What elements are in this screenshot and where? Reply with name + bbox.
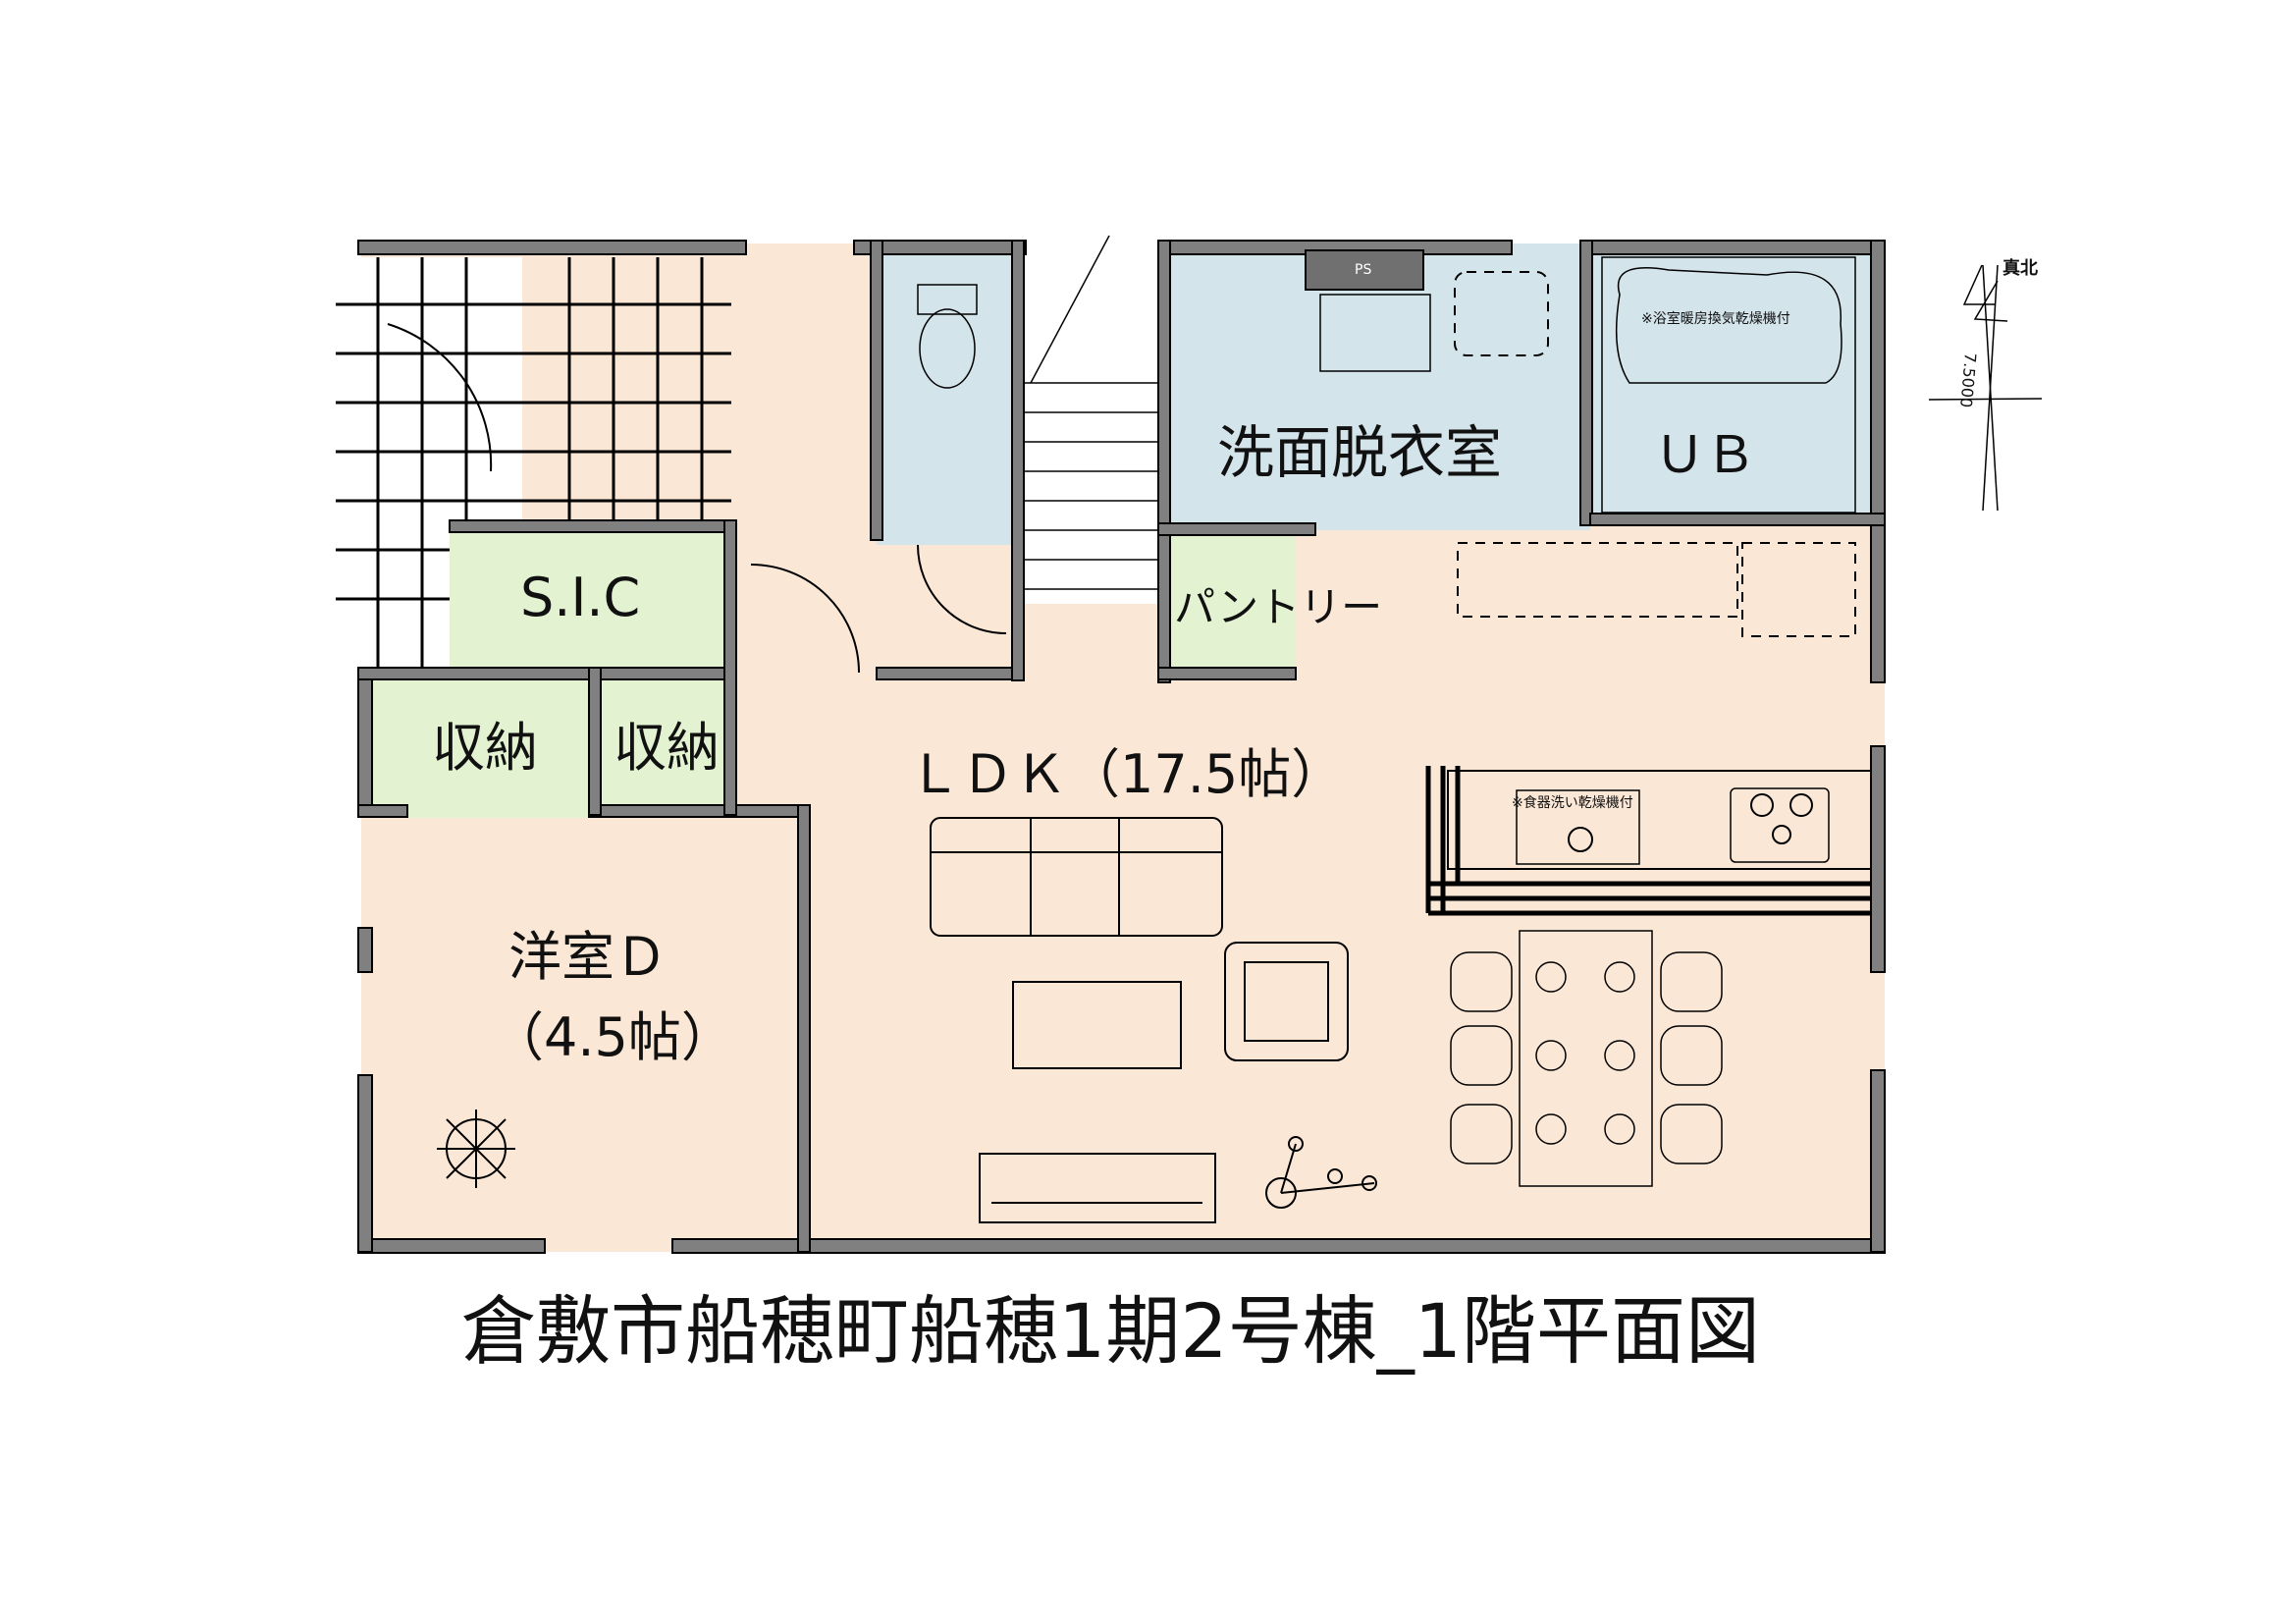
kitchen-counter-bar — [1425, 766, 1877, 916]
plant-icon — [437, 1110, 515, 1188]
cooktop — [1730, 787, 1830, 863]
pantry-room — [1163, 530, 1296, 677]
washing-machine-space — [1454, 271, 1549, 356]
ps-label: PS — [1355, 262, 1372, 278]
pantry-label: パントリー — [1174, 583, 1383, 631]
toilet-room — [877, 244, 1024, 545]
sic-label: S.I.C — [520, 567, 641, 628]
sic-room — [450, 523, 736, 671]
armchair — [1224, 942, 1349, 1061]
walls — [357, 240, 1886, 1254]
bath-note: ※浴室暖房換気乾燥機付 — [1641, 311, 1790, 327]
fridge-space — [1457, 542, 1738, 618]
storage-label-2: 収納 — [614, 717, 720, 779]
storage-room-2 — [597, 671, 736, 818]
stairs — [1024, 244, 1163, 604]
toilet-door-swing — [917, 544, 1007, 634]
kitchen-sink — [1516, 789, 1640, 865]
stair-treads — [1024, 235, 1163, 590]
entrance-door-swing — [387, 323, 493, 472]
compass-angle: 7.5000 — [1956, 352, 1980, 408]
storage-label-1: 収納 — [432, 717, 538, 779]
entrance-tile-grid — [336, 257, 731, 671]
ldk-label: ＬＤＫ（17.5帖） — [908, 743, 1345, 805]
western-room-label: 洋室Ｄ — [508, 926, 667, 988]
dining-chairs — [1450, 951, 1723, 1164]
coffee-table — [1012, 981, 1182, 1069]
kitchen-note: ※食器洗い乾燥機付 — [1512, 795, 1633, 811]
north-arrow-icon — [1928, 264, 2043, 512]
pantry-cabinet — [1741, 542, 1856, 637]
storage-room-1 — [361, 671, 597, 818]
sofa — [930, 817, 1223, 937]
compass-label: 真北 — [2002, 258, 2038, 279]
page-title: 倉敷市船穂町船穂1期2号棟_1階平面図 — [461, 1287, 1761, 1375]
door-swing — [750, 564, 860, 674]
washroom-label: 洗面脱衣室 — [1217, 419, 1503, 486]
toilet-fixture — [917, 284, 978, 389]
bathtub — [1615, 267, 1842, 384]
washroom — [1163, 244, 1590, 530]
tv-board — [979, 1153, 1216, 1223]
dining-table — [1519, 930, 1653, 1187]
bath-label: ＵＢ — [1654, 426, 1757, 485]
plant-icon-2 — [1265, 1136, 1377, 1209]
washbasin — [1319, 294, 1431, 372]
western-room-size: （4.5帖） — [491, 1006, 734, 1068]
kitchen-counter — [1447, 770, 1878, 870]
